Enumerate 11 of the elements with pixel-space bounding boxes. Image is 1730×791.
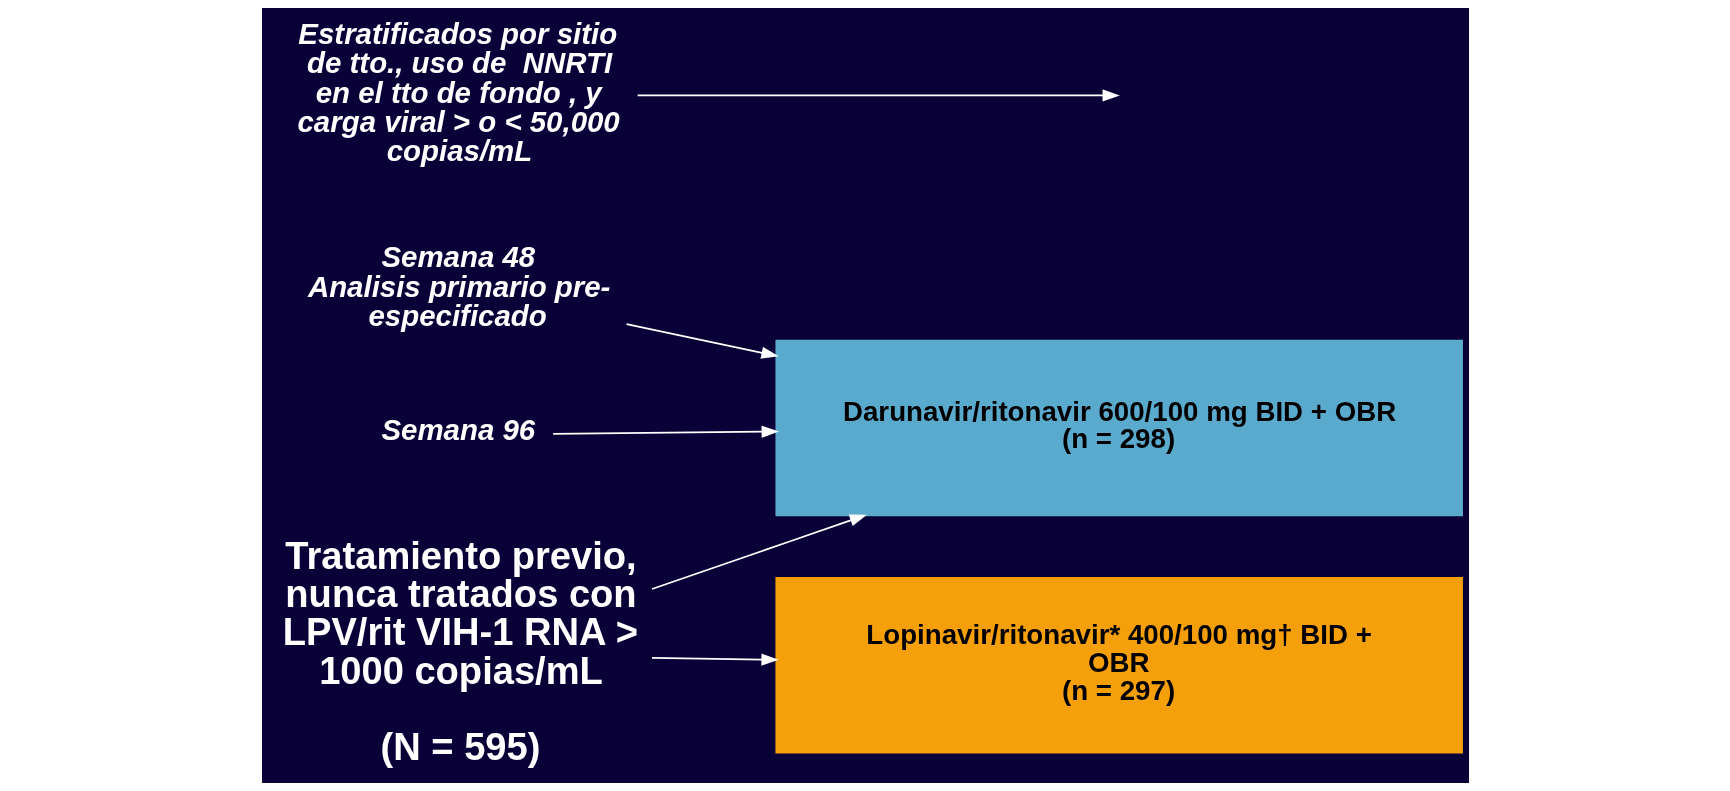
- node-box: Darunavir/ritonavir 600/100 mg BID + OBR (n = 298): [774, 339, 1463, 517]
- node-text: Semana 48 Analisis primario pre-especificado: [307, 240, 610, 332]
- arrow: [551, 425, 779, 438]
- arrow: [625, 323, 779, 359]
- arrow: [650, 653, 779, 666]
- node-text: Tratamiento previo, nunca tratados con LPV/rit VIH-1 RNA > 1000 copias/mL (N = 595): [282, 535, 638, 768]
- node-box: Lopinavir/ritonavir* 400/100 mg† BID + OBR (n = 297): [774, 576, 1463, 754]
- arrow: [650, 514, 867, 590]
- arrow: [636, 89, 1120, 102]
- node-text: Semana 96: [380, 413, 535, 447]
- node-text: Estratificados por sitio de tto., uso de NNRTI en el tto de fondo , y carga viral > o < 50,000 copias/mL: [297, 16, 620, 168]
